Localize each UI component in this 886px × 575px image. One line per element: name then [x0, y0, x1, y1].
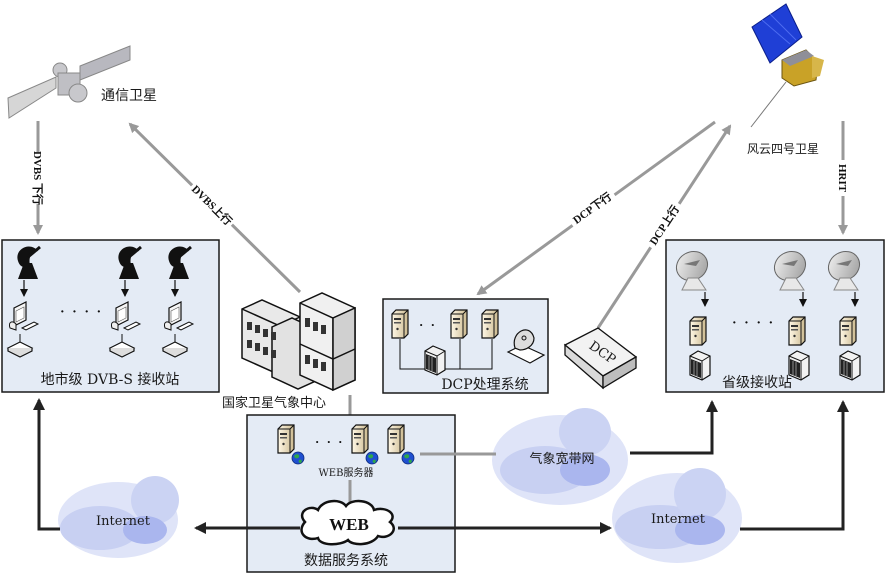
- internet-cloud-right: [612, 468, 742, 563]
- web-server-ellipsis: · · ·: [315, 434, 345, 449]
- internet-to-city-station-link: [33, 398, 60, 531]
- provincial-station-label: 省级接收站: [722, 374, 792, 391]
- broadband-to-provincial-link: [630, 400, 718, 455]
- provincial-ellipsis: · · · ·: [732, 316, 775, 331]
- data-service-label: 数据服务系统: [304, 553, 388, 569]
- provincial-station-unit: [768, 245, 812, 381]
- web-cloud-icon: [300, 499, 395, 546]
- dcp-ellipsis: · ·: [419, 317, 437, 332]
- web-server-label: WEB服务器: [319, 466, 374, 479]
- city-dvbs-station-panel: [1, 239, 220, 393]
- fy4-satellite-label: 风云四号卫星: [747, 142, 819, 156]
- city-station-ellipsis: · · · ·: [60, 305, 103, 320]
- city-station-unit: [162, 244, 194, 358]
- nsmc-label: 国家卫星气象中心: [222, 395, 326, 411]
- web-cloud-label: WEB: [329, 515, 369, 534]
- fy4-satellite: [750, 3, 824, 128]
- dcp-system-network: [391, 309, 546, 376]
- dcp-device-icon: [563, 327, 638, 390]
- internet-right-label: Internet: [651, 512, 706, 527]
- dvbs-downlink-label: DVBS 下行: [31, 151, 45, 205]
- city-station-unit: [109, 244, 143, 358]
- city-dvbs-station-label: 地市级 DVB-S 接收站: [41, 371, 180, 388]
- dvbs-uplink-label: DVBS上行: [189, 182, 235, 228]
- provincial-station-unit: [822, 245, 866, 381]
- dcp-system-label: DCP处理系统: [441, 377, 528, 393]
- met-broadband-cloud: [492, 408, 628, 505]
- dcp-receiver-dish-icon: [506, 329, 546, 364]
- communication-satellite: [7, 45, 131, 119]
- internet-to-provincial-link: [740, 400, 849, 531]
- met-broadband-label: 气象宽带网: [529, 451, 594, 467]
- city-station-unit: [7, 244, 42, 358]
- dcp-downlink-label: DCP下行: [570, 189, 614, 227]
- internet-cloud-left: [58, 476, 179, 558]
- internet-left-label: Internet: [96, 514, 151, 529]
- hrit-label: HRIT: [836, 164, 848, 193]
- nsmc-building-icon: [241, 292, 356, 392]
- comm-satellite-label: 通信卫星: [101, 88, 157, 104]
- provincial-station-unit: [670, 245, 714, 381]
